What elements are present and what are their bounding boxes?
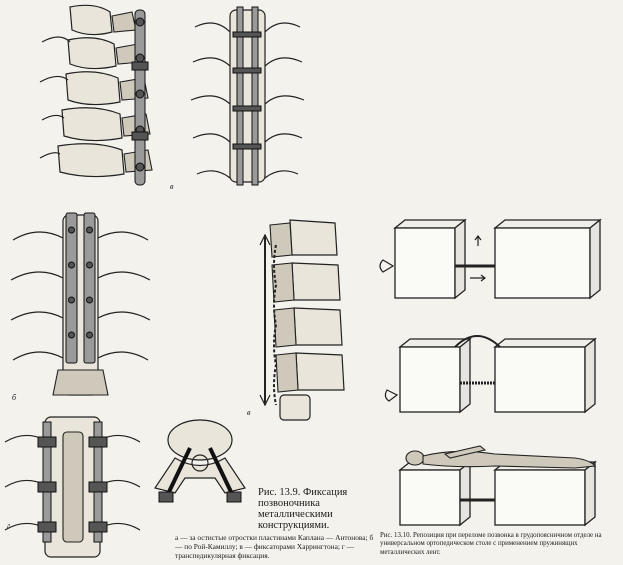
figure-13-9-title: Рис. 13.9. Фиксация позвоночника металли… xyxy=(258,487,348,531)
figure-spine-lateral-plates xyxy=(39,4,153,186)
figure-13-9-description: а — за остистые отростки пластинами Капл… xyxy=(175,533,374,560)
figure-table-patient xyxy=(398,445,597,527)
figure-vertebra-axial-screws xyxy=(154,419,246,503)
panel-label-g: г xyxy=(7,521,11,530)
figure-13-10-caption: Рис. 13.10. Репозиция при переломе позво… xyxy=(380,532,602,556)
panel-label-v-bottom: в xyxy=(247,408,251,417)
figure-table-blocks-spring xyxy=(384,335,597,414)
panel-label-b: б xyxy=(12,393,17,402)
figure-spine-posterior-rods xyxy=(190,6,305,186)
panel-label-v-top: в xyxy=(170,182,174,191)
figure-spine-roy-camille xyxy=(10,212,151,396)
figure-table-blocks-top xyxy=(379,218,602,300)
figure-spine-harrington xyxy=(259,219,345,421)
figure-spine-transpedicular xyxy=(4,416,141,558)
